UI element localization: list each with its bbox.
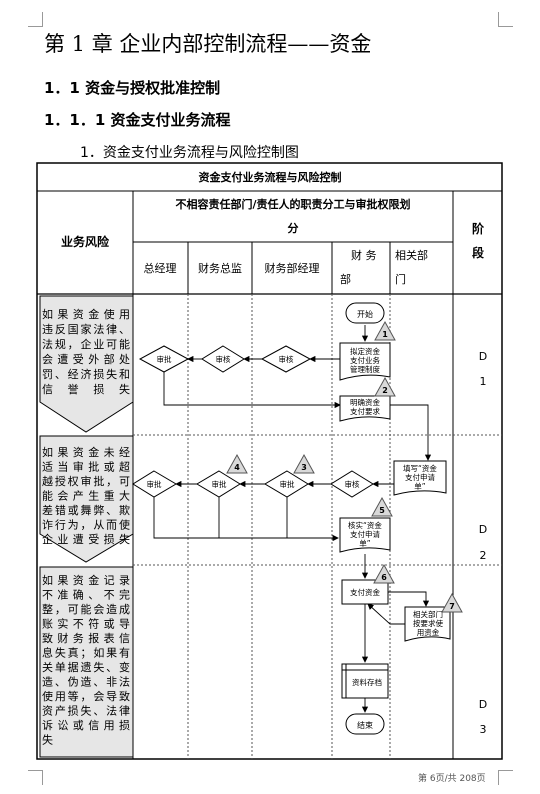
- column-finance-manager: 财务部经理: [265, 261, 320, 275]
- process-draft-policy: 拟定资金 支付业务 管理制度: [339, 342, 391, 381]
- risk-3-line: 资产损失、法律: [42, 704, 130, 718]
- stage-3-code: D: [479, 698, 487, 711]
- decision-approve-gm-2: 审批: [132, 470, 177, 498]
- table-grid: [36, 162, 503, 760]
- risk-1-line: 罚、经济损失和: [42, 367, 130, 381]
- use-line-2: 按要求使: [413, 618, 443, 628]
- control-markers: [226, 320, 463, 613]
- decision-approve-gm-1: 审批: [138, 345, 190, 373]
- check-line-2: 支付申请: [350, 529, 380, 539]
- risk-3-line: 息失真；如果有: [42, 646, 130, 660]
- swimlane-dividers: [133, 294, 502, 759]
- chapter-title: 第 1 章 企业内部控制流程——资金: [44, 32, 372, 56]
- marker-2: 2: [382, 386, 388, 395]
- end-label: 结束: [357, 720, 373, 730]
- column-related-dept: 相关部: [395, 248, 428, 262]
- crop-mark-bottom-left: [28, 770, 43, 785]
- start-node: 开始: [345, 302, 385, 324]
- risk-3-line: 失: [42, 734, 53, 747]
- fill-line-2: 支付申请: [405, 472, 435, 482]
- review-label: 审核: [216, 354, 231, 364]
- risk-3-line: 使用等，会导致: [42, 689, 130, 703]
- process-archive: 资料存档: [341, 663, 389, 699]
- pay-label: 支付资金: [350, 587, 380, 597]
- stage-2-code: D: [479, 523, 487, 536]
- risk-1-line: 违反国家法律、: [42, 322, 130, 336]
- risk-callouts: [39, 295, 134, 758]
- draft-line-1: 拟定资金: [350, 346, 380, 356]
- clarify-line-2: 支付要求: [350, 406, 380, 416]
- risk-2-line: 越授权审批，可: [42, 474, 130, 488]
- approve-label: 审批: [147, 479, 162, 489]
- marker-3: 3: [301, 463, 307, 472]
- use-line-1: 相关部门: [413, 609, 443, 619]
- marker-1: 1: [382, 330, 388, 339]
- clarify-line-1: 明确资金: [350, 397, 380, 407]
- decision-approve-manager-2: 审批: [264, 470, 309, 498]
- column-finance-director: 财务总监: [198, 261, 242, 275]
- approve-label: 审批: [280, 479, 295, 489]
- approve-label: 审批: [157, 354, 172, 364]
- subsection-title: 1．1．1 资金支付业务流程: [44, 111, 231, 129]
- stage-header: 阶: [472, 221, 485, 236]
- fill-line-3: 单”: [414, 481, 425, 491]
- process-clarify-requirements: 明确资金 支付要求: [339, 395, 391, 422]
- review-label: 审核: [345, 479, 360, 489]
- stage-2-num: 2: [480, 549, 487, 562]
- crop-mark-top-left: [28, 12, 43, 27]
- risk-2-line: 诈行为，从而使: [42, 519, 130, 532]
- draft-line-2: 支付业务: [350, 355, 380, 365]
- column-general-manager: 总经理: [144, 261, 177, 275]
- process-verify-application: 核实“资金 支付申请 单”: [339, 517, 391, 553]
- review-label: 审核: [279, 354, 294, 364]
- stage-1-num: 1: [480, 375, 487, 388]
- start-label: 开始: [357, 309, 373, 319]
- dept-header: 不相容责任部门/责任人的职责分工与审批权限划: [175, 197, 410, 211]
- archive-label: 资料存档: [352, 677, 382, 687]
- process-use-funds: 相关部门 按要求使 用资金: [404, 606, 451, 642]
- stage-1-code: D: [479, 350, 487, 363]
- item-title: 1．资金支付业务流程与风险控制图: [80, 145, 299, 161]
- page-footer: 第 6页/共 208页: [418, 774, 486, 784]
- end-node: 结束: [345, 713, 385, 735]
- risk-3-line: 关单据遗失、变: [42, 660, 130, 674]
- flow-connectors: [153, 325, 432, 713]
- approve-label: 审批: [212, 479, 227, 489]
- risk-1-line: 法规，企业可能: [42, 337, 130, 351]
- decision-review-manager-1: 审核: [260, 345, 312, 373]
- marker-4: 4: [234, 463, 240, 472]
- process-fill-application: 填写“资金 支付申请 单”: [393, 460, 447, 496]
- column-finance-dept: 财 务: [351, 248, 377, 262]
- dept-header-cont: 分: [288, 221, 299, 235]
- risk-3-line: 整，可能会造成: [42, 602, 130, 616]
- decision-review-director-1: 审核: [201, 345, 245, 373]
- column-finance-dept-cont: 部: [340, 272, 351, 286]
- section-title: 1．1 资金与授权批准控制: [44, 79, 221, 97]
- risk-text-layer: 如果资金使用违反国家法律、法规，企业可能会遭受外部处罚、经济损失和信誉损失如果资…: [42, 307, 130, 747]
- risk-2-line: 差错或舞弊、欺: [42, 503, 130, 517]
- decision-approve-director-2: 审批: [196, 470, 241, 498]
- table-title: 资金支付业务流程与风险控制: [199, 170, 342, 184]
- marker-6: 6: [381, 573, 387, 582]
- process-pay-funds: 支付资金: [341, 579, 389, 605]
- stage-header-cont: 段: [472, 245, 485, 260]
- marker-5: 5: [379, 506, 385, 515]
- column-related-dept-cont: 门: [395, 272, 406, 286]
- risk-header: 业务风险: [61, 234, 110, 249]
- check-line-3: 单”: [359, 538, 370, 548]
- decision-review-finance-dept: 审核: [330, 470, 374, 498]
- check-line-1: 核实“资金: [348, 520, 382, 530]
- fill-line-1: 填写“资金: [403, 463, 437, 473]
- crop-mark-top-right: [498, 12, 513, 27]
- use-line-3: 用资金: [417, 627, 440, 637]
- marker-7: 7: [449, 602, 455, 611]
- crop-mark-bottom-right: [498, 770, 513, 785]
- risk-3-line: 造、伪造、非法: [42, 675, 130, 689]
- draft-line-3: 管理制度: [350, 364, 380, 374]
- stage-3-num: 3: [480, 723, 487, 736]
